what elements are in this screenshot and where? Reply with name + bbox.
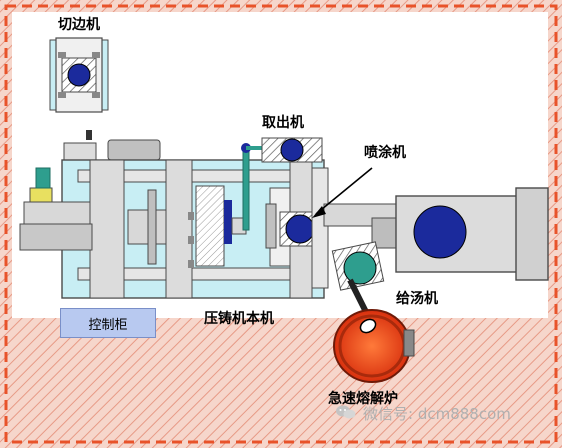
die-casting-machine-body (61, 130, 329, 299)
melting-furnace-label: 急速熔解炉 (328, 391, 398, 407)
watermark: 微信号: dcm888com (335, 403, 511, 424)
injection-unit (311, 167, 549, 289)
wechat-icon (335, 404, 357, 424)
watermark-text: 微信号: dcm888com (363, 405, 511, 423)
extractor-robot (261, 137, 323, 163)
spray-machine-label: 喷涂机 (364, 145, 406, 161)
melting-furnace (333, 309, 415, 383)
hydraulic-unit (19, 167, 93, 251)
trimming-machine (49, 37, 109, 113)
main-machine-label: 压铸机本机 (204, 311, 274, 327)
ladle-machine-label: 给汤机 (396, 291, 438, 307)
control-cabinet: 控制柜 (60, 308, 156, 338)
extractor-label: 取出机 (262, 115, 304, 131)
ladle-machine (331, 241, 385, 322)
trimming-machine-label: 切边机 (58, 17, 100, 33)
connector-arrows (312, 167, 373, 218)
